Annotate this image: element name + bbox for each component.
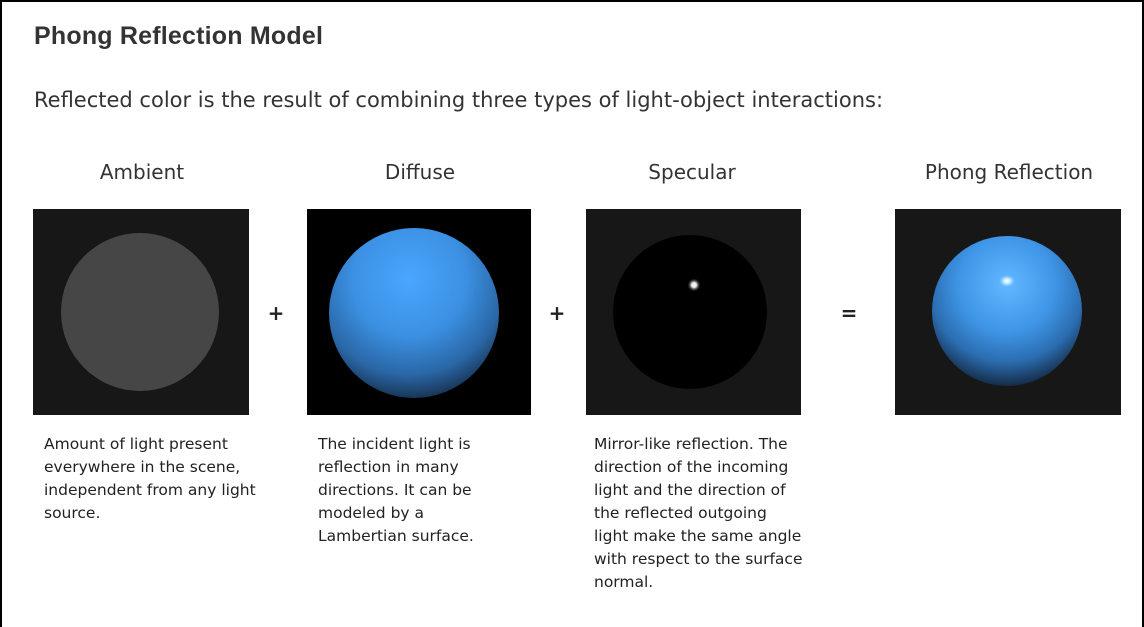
phong-title: Phong Reflection xyxy=(924,160,1094,184)
equals-operator: = xyxy=(840,301,858,325)
phong-sphere-image xyxy=(895,209,1121,415)
specular-description: Mirror-like reflection. The direction of… xyxy=(594,435,803,591)
ambient-sphere-image xyxy=(33,209,249,415)
diffuse-description: The incident light is reflection in many… xyxy=(318,435,474,545)
specular-panel xyxy=(586,209,801,415)
diffuse-sphere-image xyxy=(307,209,531,415)
specular-title: Specular xyxy=(648,160,736,184)
figure-title: Phong Reflection Model xyxy=(34,22,324,50)
plus-operator-1: + xyxy=(267,301,285,325)
specular-sphere-image xyxy=(586,209,801,415)
phong-panel xyxy=(895,209,1121,415)
ambient-title: Ambient xyxy=(99,160,185,184)
intro-text: Reflected color is the result of combini… xyxy=(34,88,884,112)
ambient-panel xyxy=(33,209,249,415)
ambient-description: Amount of light present everywhere in th… xyxy=(44,435,256,522)
plus-operator-2: + xyxy=(548,301,566,325)
diffuse-panel xyxy=(307,209,531,415)
diffuse-title: Diffuse xyxy=(384,160,456,184)
